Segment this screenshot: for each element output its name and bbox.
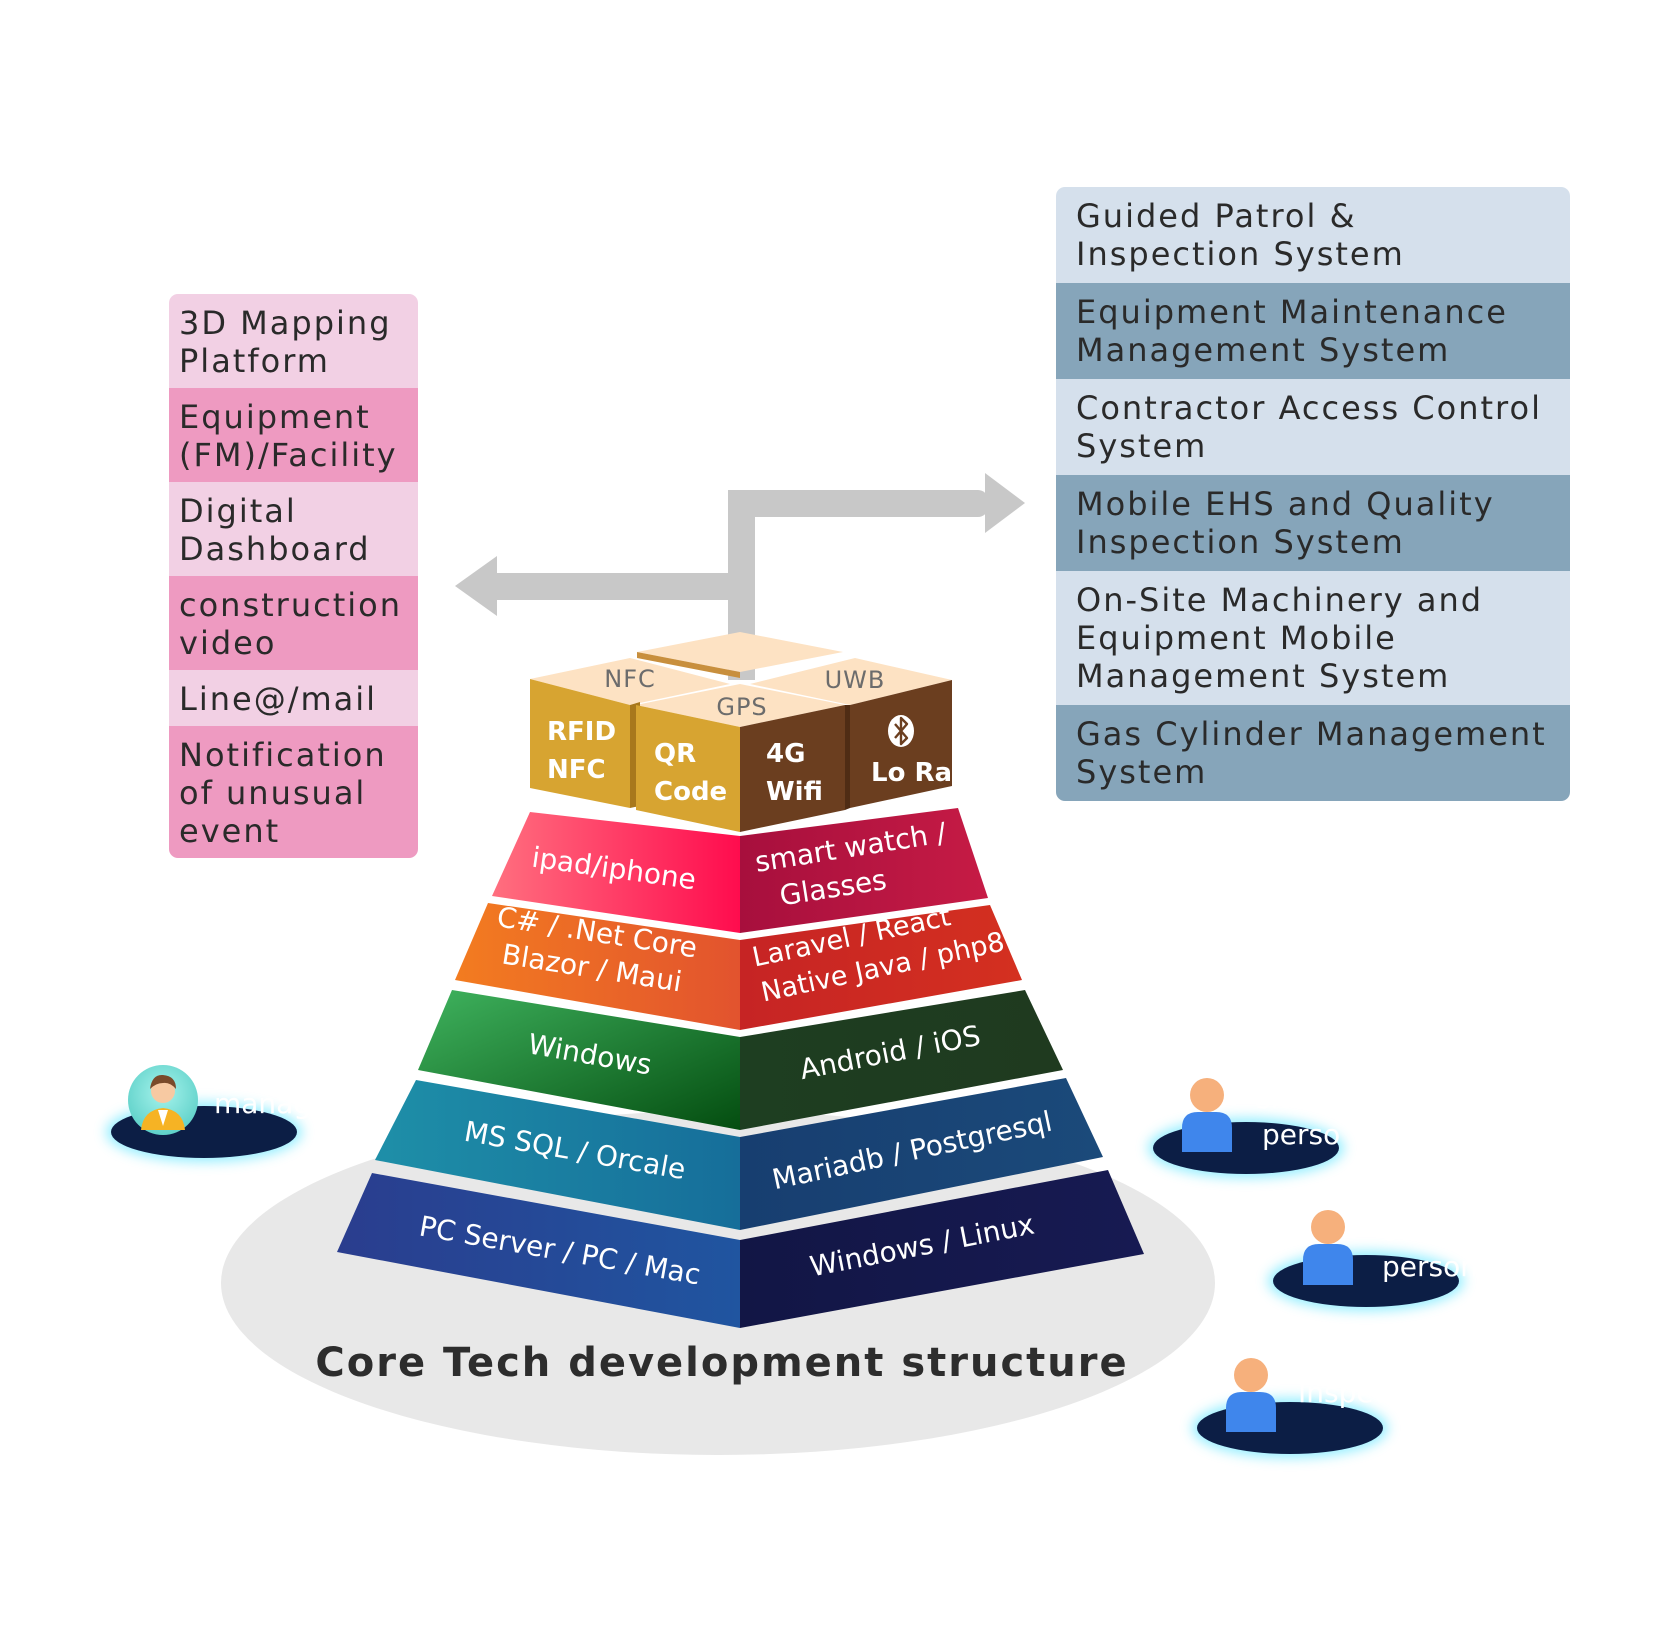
right-item-line: Inspection System: [1076, 235, 1405, 273]
right-item-line: Guided Patrol &: [1076, 197, 1357, 235]
pyramid-layer-2: [455, 903, 1022, 1030]
left-item-line: Digital: [179, 492, 297, 530]
left-item-line: 3D Mapping: [179, 304, 392, 342]
left-item-digital-dashboard[interactable]: Digital Dashboard: [169, 482, 418, 576]
person-icon: [1226, 1358, 1276, 1432]
figure-title: Core Tech development structure: [315, 1340, 1129, 1386]
security-person: secu person: [1268, 1210, 1478, 1311]
right-item-line: Gas Cylinder Management: [1076, 715, 1547, 753]
cube-face-4g-wifi: 4G Wifi: [766, 739, 823, 807]
right-item-onsite-machinery[interactable]: On-Site Machinery and Equipment Mobile M…: [1056, 571, 1570, 705]
left-application-panel: 3D Mapping Platform Equipment (FM)/Facil…: [169, 294, 418, 858]
security-label-line1: secu: [1383, 1214, 1448, 1247]
inspector-person: Inspec: [1192, 1358, 1389, 1458]
left-item-line: Notification: [179, 736, 387, 774]
connectivity-cubes: [530, 632, 952, 832]
pyramid-layer-1: [492, 808, 988, 933]
left-item-line: Platform: [179, 342, 330, 380]
cube-top-label-gps: GPS: [716, 693, 767, 721]
right-item-mobile-ehs[interactable]: Mobile EHS and Quality Inspection System: [1056, 475, 1570, 571]
bluetooth-icon: [888, 715, 914, 747]
right-item-gas-cylinder[interactable]: Gas Cylinder Management System: [1056, 705, 1570, 801]
manager-person: manag: [106, 1065, 311, 1162]
left-item-notification[interactable]: Notification of unusual event: [169, 726, 418, 858]
left-item-line: video: [179, 624, 277, 662]
left-item-line: Equipment: [179, 398, 371, 436]
person-icon: [1182, 1078, 1232, 1152]
manager-avatar-icon: [128, 1065, 198, 1135]
right-item-line: System: [1076, 753, 1208, 791]
left-item-line: event: [179, 812, 281, 850]
staff-person: site perso: [1148, 1078, 1344, 1178]
right-item-line: Contractor Access Control: [1076, 389, 1542, 427]
cube-top-label-uwb: UWB: [825, 666, 886, 694]
right-item-line: Management System: [1076, 657, 1451, 695]
right-system-panel: Guided Patrol & Inspection System Equipm…: [1056, 187, 1570, 801]
pyramid-layer-5: [337, 1170, 1144, 1328]
right-item-line: Mobile EHS and Quality: [1076, 485, 1495, 523]
right-item-contractor-access[interactable]: Contractor Access Control System: [1056, 379, 1570, 475]
left-item-line: Dashboard: [179, 530, 371, 568]
cube-face-rfid-nfc: RFID NFC: [547, 717, 625, 785]
inspector-label: Inspec: [1298, 1376, 1389, 1409]
left-item-construction-video[interactable]: construction video: [169, 576, 418, 670]
left-item-3d-mapping[interactable]: 3D Mapping Platform: [169, 294, 418, 388]
staff-label-line2: perso: [1262, 1118, 1340, 1151]
left-item-line: (FM)/Facility: [179, 436, 398, 474]
left-item-line: of unusual: [179, 774, 367, 812]
pyramid-layer-3: [418, 990, 1063, 1130]
left-item-equipment-facility[interactable]: Equipment (FM)/Facility: [169, 388, 418, 482]
right-item-line: Management System: [1076, 331, 1451, 369]
right-item-line: Equipment Mobile: [1076, 619, 1397, 657]
pyramid-layer-4: [375, 1078, 1103, 1230]
right-item-line: Equipment Maintenance: [1076, 293, 1508, 331]
person-icon: [1303, 1210, 1353, 1285]
right-item-equipment-maintenance[interactable]: Equipment Maintenance Management System: [1056, 283, 1570, 379]
staff-label-line1: site: [1256, 1082, 1307, 1115]
right-item-guided-patrol[interactable]: Guided Patrol & Inspection System: [1056, 187, 1570, 283]
right-item-line: Inspection System: [1076, 523, 1405, 561]
cube-face-qr-code: QR Code: [654, 739, 727, 807]
right-item-line: On-Site Machinery and: [1076, 581, 1484, 619]
cube-face-lora: Lo Ra: [871, 758, 952, 788]
manager-label: manag: [214, 1087, 311, 1120]
left-item-line: construction: [179, 586, 402, 624]
right-item-line: System: [1076, 427, 1208, 465]
left-item-line-mail[interactable]: Line@/mail: [169, 670, 418, 726]
left-item-line: Line@/mail: [179, 680, 378, 718]
cube-top-label-nfc: NFC: [604, 665, 656, 693]
security-label-line2: person: [1382, 1250, 1478, 1283]
